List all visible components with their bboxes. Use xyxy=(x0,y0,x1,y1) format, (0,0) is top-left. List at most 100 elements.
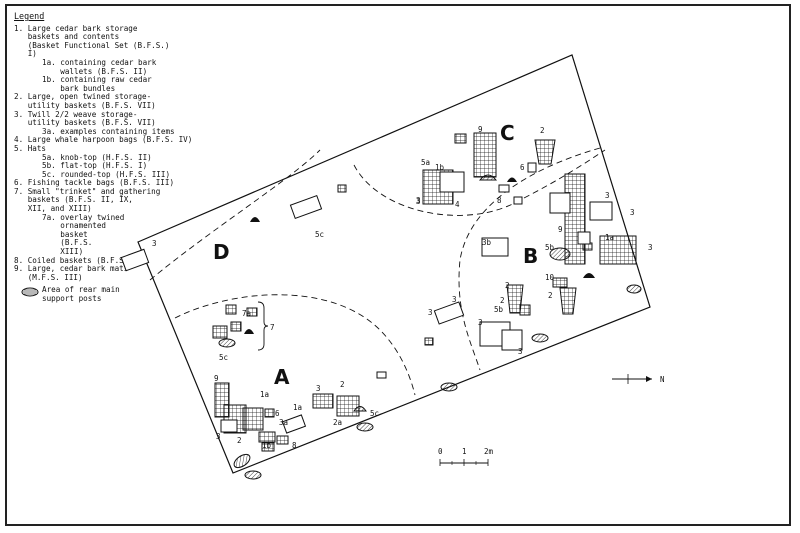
object-label: 4 xyxy=(455,200,460,209)
basket xyxy=(246,307,258,317)
legend-item: 5a. knob-top (H.F.S. II) xyxy=(42,152,152,162)
support-post xyxy=(626,284,642,294)
object-label: 3 xyxy=(605,191,610,200)
object-label: 3a xyxy=(279,418,288,427)
basket xyxy=(220,419,238,433)
object-label: 5c xyxy=(370,409,379,418)
area-label-b: B xyxy=(523,244,538,268)
object-label: 2 xyxy=(505,281,510,290)
support-post xyxy=(233,453,251,469)
basket xyxy=(519,304,531,316)
legend-item: 1. Large cedar bark storage baskets and … xyxy=(14,23,170,59)
object-label: 6 xyxy=(275,409,280,418)
house-outline xyxy=(137,54,651,474)
legend-item: 5c. rounded-top (H.F.S. III) xyxy=(42,169,171,179)
basket xyxy=(577,231,591,245)
object-label: 3 xyxy=(416,197,421,206)
legend-item: 2. Large, open twined storage- utility b… xyxy=(14,92,156,110)
legend-item: 7. Small "trinket" and gathering baskets… xyxy=(14,186,161,214)
area-label-a: A xyxy=(274,365,290,389)
basket xyxy=(552,277,568,288)
basket xyxy=(501,329,523,351)
basket xyxy=(589,201,613,221)
object-label: 3 xyxy=(630,208,635,217)
object-label: 1b xyxy=(435,163,445,172)
scale-tick-1: 1 xyxy=(462,447,467,456)
object-label: 5b xyxy=(545,243,555,252)
basket xyxy=(498,184,510,193)
object-label: 3 xyxy=(216,432,221,441)
legend-item: 1a. containing cedar bark wallets (B.F.S… xyxy=(42,57,157,76)
legend-item: 6. Fishing tackle bags (B.F.S. III) xyxy=(14,178,175,188)
legend-item: 4. Large whale harpoon bags (B.F.S. IV) xyxy=(14,135,193,145)
basket xyxy=(513,196,523,205)
legend-item: 5b. flat-top (H.F.S. I) xyxy=(42,161,148,171)
basket xyxy=(261,442,275,452)
legend-post-label: Area of rear main support posts xyxy=(42,285,120,303)
hat xyxy=(583,273,595,278)
post-ellipse-icon xyxy=(21,287,39,297)
hat xyxy=(478,174,498,181)
object-label: 5c xyxy=(315,230,324,239)
object-label: 8 xyxy=(497,196,502,205)
basket xyxy=(559,287,577,315)
legend: Legend 1. Large cedar bark storage baske… xyxy=(14,12,214,304)
scale-tick-2: 2m xyxy=(484,447,494,456)
object-label: 5a xyxy=(421,158,430,167)
basket xyxy=(337,184,347,193)
boundary-c xyxy=(353,149,606,216)
object-label: 3 xyxy=(518,347,523,356)
basket-objects xyxy=(120,132,637,452)
object-label: 3 xyxy=(478,318,483,327)
object-label: 2 xyxy=(548,291,553,300)
basket xyxy=(264,408,275,418)
support-post xyxy=(356,422,374,432)
basket xyxy=(424,337,434,346)
object-label: 1a xyxy=(293,403,302,412)
object-label: 9 xyxy=(214,374,219,383)
boundary-a xyxy=(174,294,416,396)
object-label: 3 xyxy=(316,384,321,393)
object-label: 8 xyxy=(292,441,297,450)
basket xyxy=(549,192,571,214)
north-arrow: N xyxy=(612,374,665,384)
support-post xyxy=(244,470,262,480)
object-label: 5b xyxy=(494,305,504,314)
object-label: 2 xyxy=(500,296,505,305)
legend-item: 3. Twill 2/2 weave storage- utility bask… xyxy=(14,109,156,128)
bracket-7 xyxy=(257,301,269,351)
hat xyxy=(353,406,367,412)
object-label: 3 xyxy=(152,239,157,248)
hat xyxy=(549,247,571,261)
basket xyxy=(281,414,307,434)
legend-post-key: Area of rear main support posts xyxy=(14,286,214,303)
basket xyxy=(276,435,289,445)
basket xyxy=(242,407,264,431)
basket xyxy=(312,393,334,409)
basket xyxy=(230,321,242,332)
legend-item: 9. Large, cedar bark mats (M.F.S. III) xyxy=(14,264,129,282)
basket xyxy=(534,139,556,165)
object-label: 10 xyxy=(545,273,555,282)
support-post xyxy=(440,382,458,392)
object-label: 9 xyxy=(558,225,563,234)
legend-title: Legend xyxy=(14,11,45,21)
basket xyxy=(454,133,467,144)
support-post xyxy=(531,333,549,343)
basket xyxy=(599,235,637,265)
object-label: 6 xyxy=(520,163,525,172)
object-label: 3 xyxy=(428,308,433,317)
object-label: 3 xyxy=(416,196,421,205)
scale-tick-0: 0 xyxy=(438,447,443,456)
object-label: 1a xyxy=(605,233,614,242)
figure-frame xyxy=(5,4,791,526)
legend-items: 1. Large cedar bark storage baskets and … xyxy=(14,23,214,283)
basket xyxy=(120,248,150,272)
basket xyxy=(439,171,465,193)
area-label-d: D xyxy=(213,240,230,264)
object-labels: 3 5c 7a 7 5c 9 1a 6 3 2 1b 8 3a 1a 3 2 2… xyxy=(152,125,653,450)
object-label: 5c xyxy=(219,353,228,362)
basket xyxy=(376,371,387,379)
object-label: 9 xyxy=(478,125,483,134)
